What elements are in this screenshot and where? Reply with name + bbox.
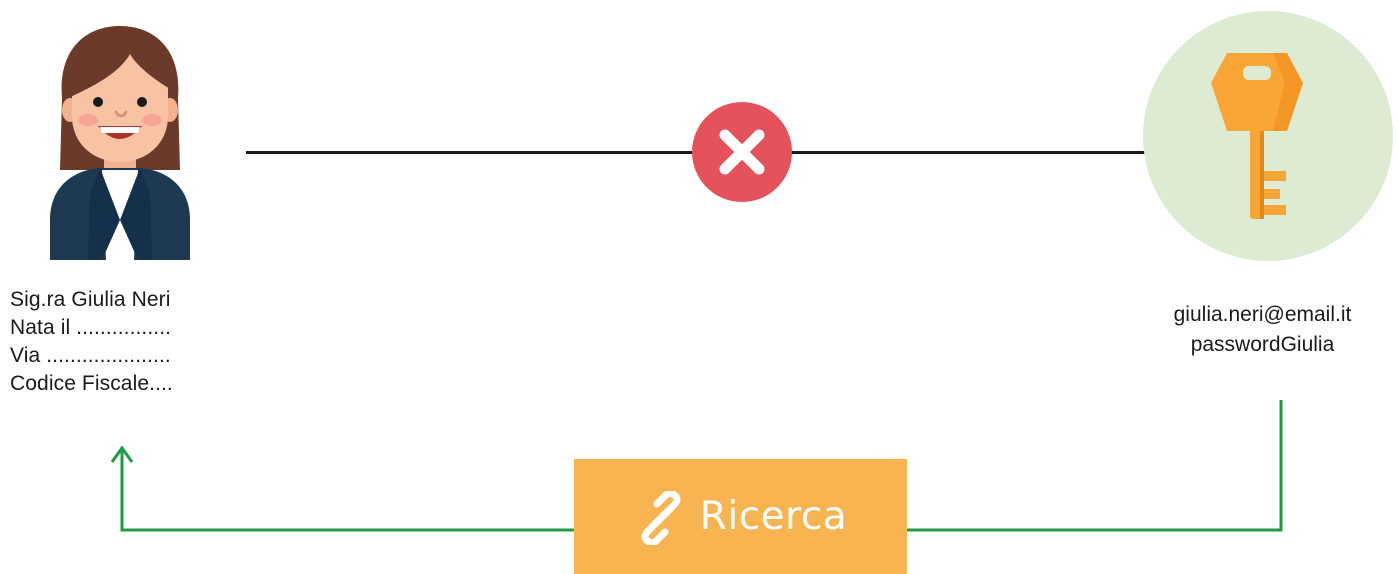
credential-email: giulia.neri@email.it: [1173, 303, 1352, 326]
close-x-icon: [692, 102, 792, 202]
person-address: Via .....................: [10, 344, 171, 367]
person-tax-code: Codice Fiscale....: [10, 372, 173, 395]
credential-password: passwordGiulia: [1190, 333, 1335, 356]
woman-avatar-icon: [50, 26, 190, 260]
person-birth-date: Nata il ................: [10, 316, 172, 339]
link-icon: [641, 490, 681, 545]
search-button[interactable]: Ricerca: [574, 459, 907, 574]
key-icon: [1143, 11, 1393, 261]
credentials-details: giulia.neri@email.it passwordGiulia: [1130, 300, 1395, 360]
search-button-label: Ricerca: [699, 494, 848, 539]
person-details: Sig.ra Giulia Neri Nata il .............…: [10, 286, 173, 398]
person-name: Sig.ra Giulia Neri: [10, 288, 171, 311]
